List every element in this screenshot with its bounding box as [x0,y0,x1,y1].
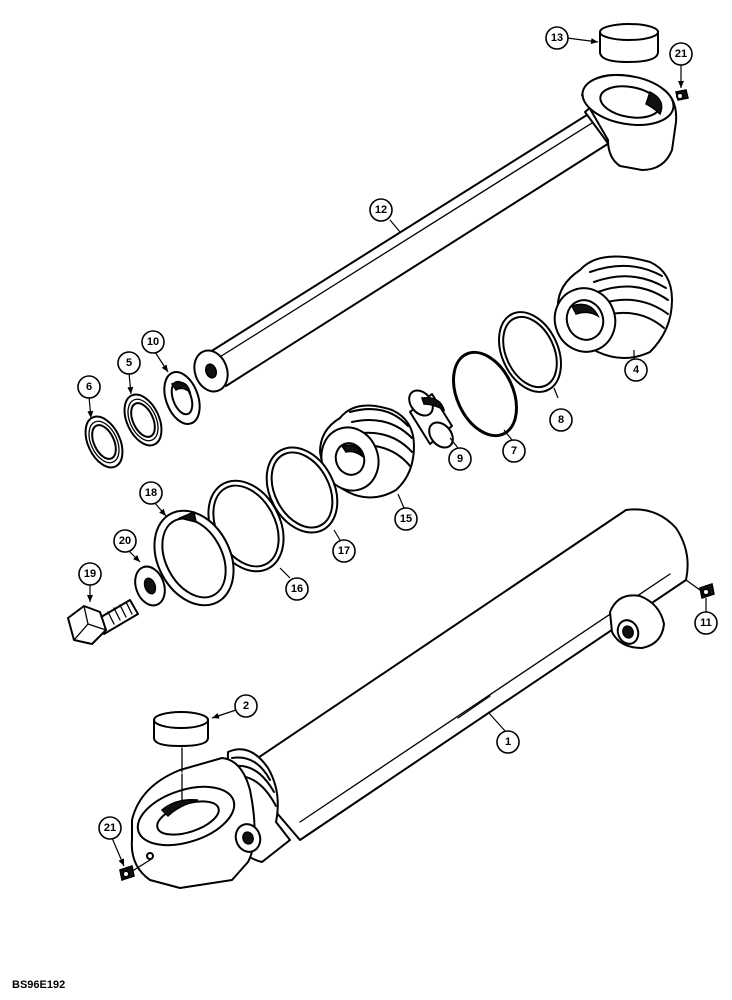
wiper-seal-10-part [163,371,201,425]
washer-20-part [134,565,166,607]
callout-1: 1 [487,711,520,754]
callout-5-label: 5 [126,357,132,369]
callout-21-bottom: 21 [98,816,125,867]
callout-8: 8 [549,387,573,432]
callout-20-label: 20 [119,535,131,547]
bushing-2-part [153,711,209,773]
backup-ring-8-part [498,311,562,393]
callout-10-label: 10 [147,336,159,348]
callout-15-label: 15 [400,513,412,525]
callout-16: 16 [279,567,309,601]
bushing-9-part [408,389,454,449]
callout-19-label: 19 [84,568,96,580]
callout-6-label: 6 [86,381,92,393]
callout-4-label: 4 [633,364,640,376]
cylinder-barrel-part [130,508,689,889]
piston-seal-18-part [153,509,235,607]
callout-16-label: 16 [291,583,303,595]
callout-6: 6 [77,375,101,419]
callout-12: 12 [369,198,401,233]
piston-rod-part [193,73,678,393]
callout-10: 10 [141,330,169,373]
wear-ring-17-part [265,446,339,534]
callout-12-label: 12 [375,204,387,216]
callout-1-label: 1 [505,736,511,748]
bushing-13-part [599,23,659,63]
callout-18: 18 [139,481,167,517]
callout-21-bottom-label: 21 [104,822,116,834]
callout-21-top: 21 [669,42,693,88]
grease-fitting-11-part [685,579,715,599]
callout-15: 15 [394,493,418,531]
callout-9-label: 9 [457,453,463,465]
callout-8-label: 8 [558,414,564,426]
figure-code: BS96E192 [12,979,65,991]
callout-17-label: 17 [338,545,350,557]
gland-4-part [553,255,673,359]
grease-fitting-21-top-part [675,89,689,101]
callout-4: 4 [624,350,648,382]
callout-7: 7 [502,429,526,463]
bolt-19-part [67,599,139,645]
callout-20: 20 [113,529,141,563]
callout-7-label: 7 [511,445,517,457]
callout-11-label: 11 [700,617,712,629]
callout-17: 17 [332,529,356,563]
callout-13-label: 13 [551,32,563,44]
seal-5-part [123,393,163,447]
callout-5: 5 [117,351,141,395]
callout-21-top-label: 21 [675,48,687,60]
seal-6-part [84,415,124,469]
callout-13: 13 [545,26,599,50]
callout-2-label: 2 [243,700,249,712]
callout-18-label: 18 [145,487,157,499]
callout-19: 19 [78,562,102,602]
grease-fitting-21-bottom-part [119,859,151,881]
callout-9: 9 [448,437,472,471]
o-ring-7-part [452,350,518,438]
callout-2: 2 [211,694,258,719]
callout-11: 11 [694,598,718,635]
